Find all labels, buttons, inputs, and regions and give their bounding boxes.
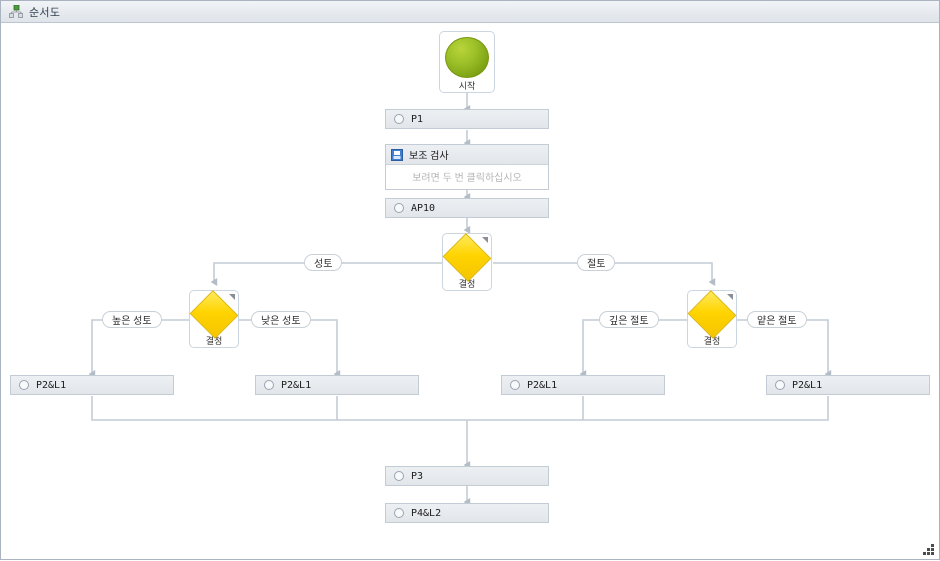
resize-grip-icon[interactable] <box>923 543 936 556</box>
process-node-p2l1-3[interactable]: P2&L1 <box>501 375 665 395</box>
edge-label-low-fill[interactable]: 낮은 성토 <box>251 311 311 328</box>
circle-outline-icon <box>264 380 274 390</box>
edge-label-fill[interactable]: 성토 <box>304 254 343 271</box>
decision-node-label: 결정 <box>458 279 476 289</box>
subprocess-header: 보조 검사 <box>386 145 548 165</box>
edge-label-cut[interactable]: 절토 <box>577 254 616 271</box>
subprocess-hint-text: 보려면 두 번 클릭하십시오 <box>412 173 522 184</box>
decision-node-label: 결정 <box>703 336 721 346</box>
subprocess-icon <box>391 148 403 161</box>
subprocess-title: 보조 검사 <box>409 151 449 162</box>
circle-outline-icon <box>394 114 404 124</box>
decision-node-label: 결정 <box>205 336 223 346</box>
circle-outline-icon <box>775 380 785 390</box>
circle-outline-icon <box>394 471 404 481</box>
decision-node-right[interactable]: 결정 <box>687 290 737 348</box>
process-node-p2l1-1[interactable]: P2&L1 <box>10 375 174 395</box>
decision-node-left[interactable]: 결정 <box>189 290 239 348</box>
start-node-label: 시작 <box>458 81 476 91</box>
process-node-ap10[interactable]: AP10 <box>385 198 549 218</box>
node-layer: 시작 P1 보조 검사 <box>2 23 938 558</box>
process-node-label: P2&L1 <box>281 379 312 391</box>
process-node-label: P3 <box>411 470 424 482</box>
process-node-label: P2&L1 <box>527 379 558 391</box>
circle-outline-icon <box>510 380 520 390</box>
edge-label-high-fill[interactable]: 높은 성토 <box>102 311 162 328</box>
process-node-p2l1-4[interactable]: P2&L1 <box>766 375 930 395</box>
process-node-label: P1 <box>411 113 424 125</box>
circle-outline-icon <box>394 203 404 213</box>
process-node-p3[interactable]: P3 <box>385 466 549 486</box>
node-corner-marker-icon <box>727 294 733 300</box>
circle-outline-icon <box>394 508 404 518</box>
process-node-label: P2&L1 <box>792 379 823 391</box>
process-node-p2l1-2[interactable]: P2&L1 <box>255 375 419 395</box>
process-node-p4l2[interactable]: P4&L2 <box>385 503 549 523</box>
edge-label-shallow-cut[interactable]: 얕은 절토 <box>747 311 807 328</box>
start-circle-icon <box>445 37 489 78</box>
window-title: 순서도 <box>29 6 61 19</box>
start-node[interactable]: 시작 <box>439 31 495 93</box>
subprocess-body[interactable]: 보려면 두 번 클릭하십시오 <box>386 165 548 188</box>
flowchart-canvas[interactable]: 시작 P1 보조 검사 <box>2 23 938 558</box>
decision-node-main[interactable]: 결정 <box>442 233 492 291</box>
process-node-label: P4&L2 <box>411 507 442 519</box>
subprocess-node-auxiliary-test[interactable]: 보조 검사 보려면 두 번 클릭하십시오 <box>385 144 549 190</box>
hierarchy-tree-icon <box>9 5 23 18</box>
edge-label-deep-cut[interactable]: 깊은 절토 <box>599 311 659 328</box>
node-corner-marker-icon <box>229 294 235 300</box>
process-node-p1[interactable]: P1 <box>385 109 549 129</box>
node-corner-marker-icon <box>482 237 488 243</box>
process-node-label: AP10 <box>411 202 436 214</box>
window-titlebar: 순서도 <box>1 1 939 23</box>
process-node-label: P2&L1 <box>36 379 67 391</box>
circle-outline-icon <box>19 380 29 390</box>
